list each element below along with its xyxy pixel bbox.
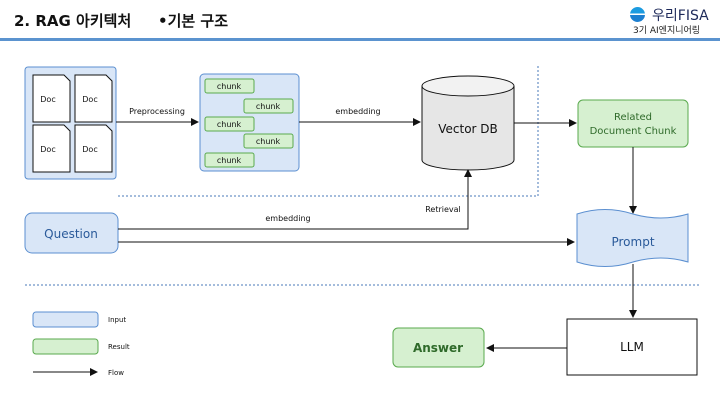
chunk-item: chunk <box>243 133 294 149</box>
doc-label: Doc <box>82 145 97 154</box>
related-document-chunk <box>577 99 689 148</box>
chunk-item: chunk <box>204 78 255 94</box>
prompt-label: Prompt <box>611 235 654 249</box>
brand-logo: 우리FISA <box>630 5 716 24</box>
retrieval-label: Retrieval <box>425 205 461 214</box>
page-title: 2. RAG 아키텍처 <box>14 12 132 30</box>
doc-icon: Doc <box>74 124 113 173</box>
chunk-item: chunk <box>204 152 255 168</box>
doc-icon: Doc <box>74 74 113 123</box>
doc-label: Doc <box>82 95 97 104</box>
vector-db-label: Vector DB <box>438 122 498 136</box>
doc-label: Doc <box>40 145 55 154</box>
legend-input-swatch <box>32 311 99 328</box>
legend-input-label: Input <box>108 316 126 324</box>
header-divider <box>0 38 720 41</box>
logo-mark-icon <box>630 7 645 22</box>
doc-icon: Doc <box>32 124 71 173</box>
llm-box <box>566 318 698 376</box>
legend: Input Result Flow <box>32 311 130 377</box>
question-label: Question <box>44 227 98 241</box>
related-label-line1: Related <box>614 112 652 123</box>
chunk-label: chunk <box>217 82 242 91</box>
logo-text: 우리FISA <box>652 8 709 24</box>
preprocessing-label: Preprocessing <box>129 107 185 116</box>
chunk-item: chunk <box>243 98 294 114</box>
legend-result-label: Result <box>108 343 130 351</box>
answer-box <box>392 327 485 368</box>
dashed-boundary-db <box>118 66 539 197</box>
chunk-label: chunk <box>256 102 281 111</box>
doc-label: Doc <box>40 95 55 104</box>
legend-flow-label: Flow <box>108 369 124 377</box>
legend-result-swatch <box>32 338 99 355</box>
doc-icon: Doc <box>32 74 71 123</box>
vector-db: Vector DB <box>421 75 515 171</box>
answer-label: Answer <box>413 341 463 355</box>
retrieval-arrow <box>118 169 472 230</box>
related-label-line2: Document Chunk <box>590 126 677 137</box>
embedding-label: embedding <box>335 107 380 116</box>
chunk-label: chunk <box>256 137 281 146</box>
chunk-label: chunk <box>217 120 242 129</box>
chunk-item: chunk <box>204 116 255 132</box>
page-subtitle: •기본 구조 <box>158 12 229 30</box>
chunk-label: chunk <box>217 156 242 165</box>
embedding-question-label: embedding <box>265 214 310 223</box>
question-box <box>24 212 119 254</box>
llm-label: LLM <box>620 340 644 354</box>
logo-subtext: 3기 AI엔지니어링 <box>633 26 701 36</box>
prompt-shape: Prompt <box>576 209 689 267</box>
